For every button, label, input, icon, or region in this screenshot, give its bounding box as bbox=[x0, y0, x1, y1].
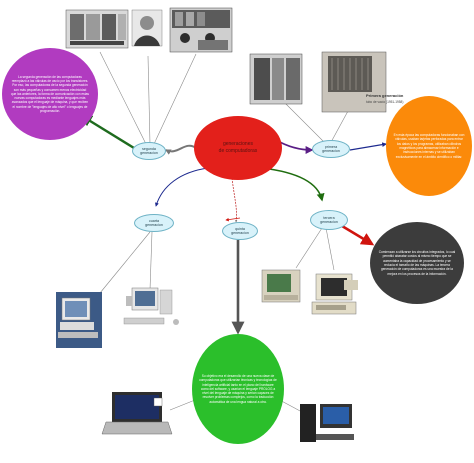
third-gen-bubble[interactable]: tercera generacion bbox=[310, 210, 348, 230]
photo-links bbox=[99, 51, 355, 294]
arrow-third-note bbox=[341, 224, 375, 246]
desktop-computer-photo bbox=[56, 292, 102, 348]
first-gen-bubble[interactable]: primera generacion bbox=[312, 140, 350, 158]
laptop-photo bbox=[101, 392, 173, 435]
link-center-fifth bbox=[231, 177, 238, 223]
vacuum-tube-computer-photo bbox=[249, 51, 387, 113]
link-center-fourth bbox=[155, 167, 209, 207]
second-gen-note: La segunda generación de las computadora… bbox=[2, 48, 98, 140]
link-center-second bbox=[164, 144, 197, 155]
operator-console-photo bbox=[169, 7, 233, 53]
third-gen-apple-photo bbox=[311, 273, 358, 315]
arrow-first-note bbox=[349, 142, 387, 151]
second-gen-bubble[interactable]: segunda generacion bbox=[132, 142, 166, 160]
third-gen-terminal-photo bbox=[261, 269, 301, 303]
central-topic[interactable]: generaciones de computadoras bbox=[194, 116, 282, 180]
fourth-gen-bubble[interactable]: cuarta generacion bbox=[134, 214, 174, 232]
scientist-portrait-photo bbox=[131, 9, 163, 47]
photo-caption-subtitle: tubo de vacío (1951-1958) bbox=[366, 100, 403, 104]
computer-setup-photo bbox=[123, 287, 179, 325]
link-center-third bbox=[261, 167, 325, 202]
fifth-gen-note: Su objetivo era el desarrollo de una nue… bbox=[192, 334, 284, 444]
third-gen-note: Comienzan a utilizarse los circuitos int… bbox=[370, 222, 464, 304]
early-computer-photo bbox=[65, 9, 129, 49]
photo-caption-title: Primera generación bbox=[366, 93, 404, 98]
arrow-second-note bbox=[79, 114, 135, 150]
first-gen-note: En esta época las computadoras funcionab… bbox=[386, 96, 472, 196]
arrow-fourth-decor bbox=[225, 217, 241, 222]
pc-tower-photo bbox=[300, 404, 354, 442]
fifth-gen-bubble[interactable]: quinta generacion bbox=[222, 222, 258, 240]
